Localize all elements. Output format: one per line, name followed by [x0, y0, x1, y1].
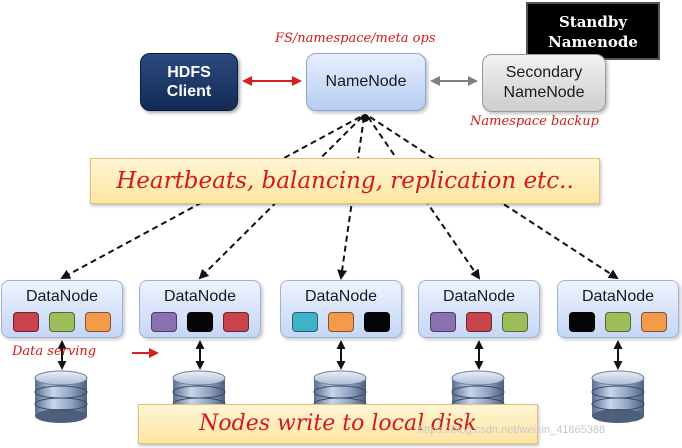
datanode-label: DataNode [163, 288, 237, 305]
secondary-namenode-line1: Secondary [505, 64, 583, 81]
standby-namenode-line1: Standby [558, 13, 628, 31]
data-block [85, 312, 111, 332]
data-block [364, 312, 390, 332]
data-block [328, 312, 354, 332]
standby-namenode-line2: Namenode [548, 33, 638, 51]
datanode-label: DataNode [581, 288, 655, 305]
namenode-box: NameNode [306, 53, 426, 111]
hdfs-client-line2: Client [166, 83, 212, 100]
data-block [187, 312, 213, 332]
data-block [13, 312, 39, 332]
heartbeats-banner: Heartbeats, balancing, replication etc.. [90, 158, 600, 204]
data-block [641, 312, 667, 332]
secondary-namenode-box: Secondary NameNode [482, 54, 606, 112]
data-block [430, 312, 456, 332]
datanode-label: DataNode [442, 288, 516, 305]
data-serving-label: Data serving [12, 344, 97, 359]
local-disk-banner: Nodes write to local disk [138, 404, 538, 444]
datanode-2: DataNode [139, 280, 261, 338]
heartbeats-text: Heartbeats, balancing, replication etc.. [116, 168, 574, 194]
data-block [569, 312, 595, 332]
fs-ops-label: FS/namespace/meta ops [275, 31, 436, 46]
local-disk-text: Nodes write to local disk [199, 411, 477, 436]
standby-namenode-box: Standby Namenode [526, 2, 660, 60]
datanode-label: DataNode [304, 288, 378, 305]
secondary-namenode-line2: NameNode [503, 84, 585, 101]
data-block [151, 312, 177, 332]
data-block [292, 312, 318, 332]
data-block [466, 312, 492, 332]
datanode-4: DataNode [418, 280, 540, 338]
disk-icon [591, 370, 645, 424]
data-block [502, 312, 528, 332]
heartbeat-line-4 [367, 116, 481, 280]
disk-icon [34, 370, 88, 424]
hdfs-client-box: HDFS Client [140, 53, 238, 111]
data-block [223, 312, 249, 332]
data-block [49, 312, 75, 332]
heartbeat-line-1 [60, 116, 361, 279]
hdfs-client-line1: HDFS [167, 64, 211, 81]
heartbeat-line-5 [369, 116, 619, 280]
datanode-1: DataNode [1, 280, 123, 338]
watermark-text: https://blog.csdn.net/weixin_41865388 [418, 424, 606, 436]
namenode-label: NameNode [325, 73, 407, 90]
datanode-5: DataNode [557, 280, 679, 338]
data-block [605, 312, 631, 332]
namespace-backup-label: Namespace backup [470, 114, 599, 129]
namenode-hub [361, 114, 369, 122]
datanode-label: DataNode [25, 288, 99, 305]
datanode-3: DataNode [280, 280, 402, 338]
